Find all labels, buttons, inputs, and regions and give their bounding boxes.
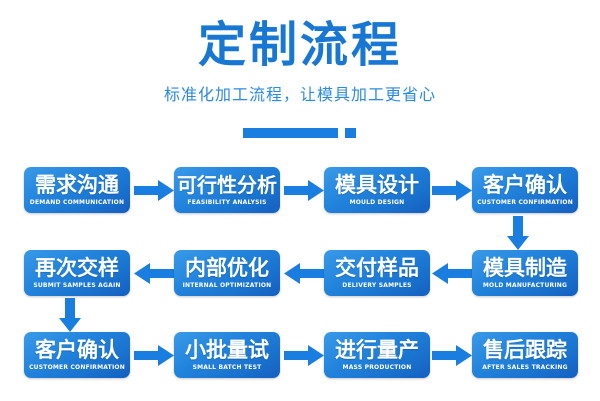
step-title-cn: 再次交样: [35, 256, 119, 280]
decorative-square: [345, 128, 356, 138]
arrow-left-icon: [134, 263, 174, 284]
step-title-en: CUSTOMER CONFIRMATION: [477, 199, 573, 206]
process-step-box[interactable]: 交付样品 DELIVERY SAMPLES: [324, 250, 430, 296]
process-flow: 需求沟通 DEMAND COMMUNICATION 可行性分析 FEASIBIL…: [0, 150, 600, 401]
arrow-left-icon: [432, 263, 472, 284]
step-title-cn: 可行性分析: [177, 173, 277, 197]
step-title-en: SMALL BATCH TEST: [192, 364, 262, 371]
process-row-3: 客户确认 CUSTOMER CONFIRMATION 小批量试 SMALL BA…: [0, 332, 600, 378]
step-title-cn: 模具设计: [335, 173, 419, 197]
step-title-cn: 售后跟踪: [483, 338, 567, 362]
step-title-cn: 客户确认: [35, 338, 119, 362]
process-row-1: 需求沟通 DEMAND COMMUNICATION 可行性分析 FEASIBIL…: [0, 167, 600, 213]
arrow-down-icon: [59, 298, 81, 332]
step-title-cn: 模具制造: [483, 256, 567, 280]
step-title-en: DEMAND COMMUNICATION: [29, 199, 125, 206]
process-step-box[interactable]: 内部优化 INTERNAL OPTIMIZATION: [174, 250, 280, 296]
step-title-en: MASS PRODUCTION: [342, 364, 412, 371]
step-title-en: CUSTOMER CONFIRMATION: [29, 364, 125, 371]
process-step-box[interactable]: 模具制造 MOLD MANUFACTURING: [472, 250, 578, 296]
step-title-en: AFTER SALES TRACKING: [482, 364, 568, 371]
arrow-right-icon: [134, 180, 174, 201]
page-subtitle: 标准化加工流程，让模具加工更省心: [163, 85, 436, 104]
arrow-right-icon: [284, 180, 324, 201]
step-title-cn: 小批量试: [185, 338, 269, 362]
arrow-left-icon: [284, 263, 324, 284]
step-title-en: DELIVERY SAMPLES: [342, 282, 412, 289]
arrow-down-icon: [507, 216, 529, 250]
step-title-cn: 内部优化: [185, 256, 269, 280]
title-divider: [0, 128, 600, 140]
step-title-en: INTERNAL OPTIMIZATION: [182, 282, 272, 289]
process-step-box[interactable]: 进行量产 MASS PRODUCTION: [324, 332, 430, 378]
page-title: 定制流程: [197, 17, 402, 73]
decorative-bar: [243, 128, 338, 138]
process-step-box[interactable]: 售后跟踪 AFTER SALES TRACKING: [472, 332, 578, 378]
arrow-right-icon: [432, 345, 472, 366]
step-title-cn: 交付样品: [335, 256, 419, 280]
step-title-cn: 需求沟通: [35, 173, 119, 197]
step-title-cn: 进行量产: [335, 338, 419, 362]
process-step-box[interactable]: 模具设计 MOULD DESIGN: [324, 167, 430, 213]
process-step-box[interactable]: 需求沟通 DEMAND COMMUNICATION: [24, 167, 130, 213]
step-title-en: MOULD DESIGN: [349, 199, 405, 206]
arrow-right-icon: [432, 180, 472, 201]
header: 定制流程 标准化加工流程，让模具加工更省心: [0, 0, 600, 150]
process-step-box[interactable]: 客户确认 CUSTOMER CONFIRMATION: [24, 332, 130, 378]
process-row-2: 再次交样 SUBMIT SAMPLES AGAIN 内部优化 INTERNAL …: [0, 250, 600, 296]
arrow-right-icon: [134, 345, 174, 366]
arrow-right-icon: [284, 345, 324, 366]
process-step-box[interactable]: 客户确认 CUSTOMER CONFIRMATION: [472, 167, 578, 213]
step-title-en: FEASIBILITY ANALYSIS: [187, 199, 267, 206]
step-title-en: SUBMIT SAMPLES AGAIN: [33, 282, 121, 289]
process-step-box[interactable]: 可行性分析 FEASIBILITY ANALYSIS: [174, 167, 280, 213]
process-step-box[interactable]: 小批量试 SMALL BATCH TEST: [174, 332, 280, 378]
process-step-box[interactable]: 再次交样 SUBMIT SAMPLES AGAIN: [24, 250, 130, 296]
step-title-en: MOLD MANUFACTURING: [482, 282, 568, 289]
step-title-cn: 客户确认: [483, 173, 567, 197]
